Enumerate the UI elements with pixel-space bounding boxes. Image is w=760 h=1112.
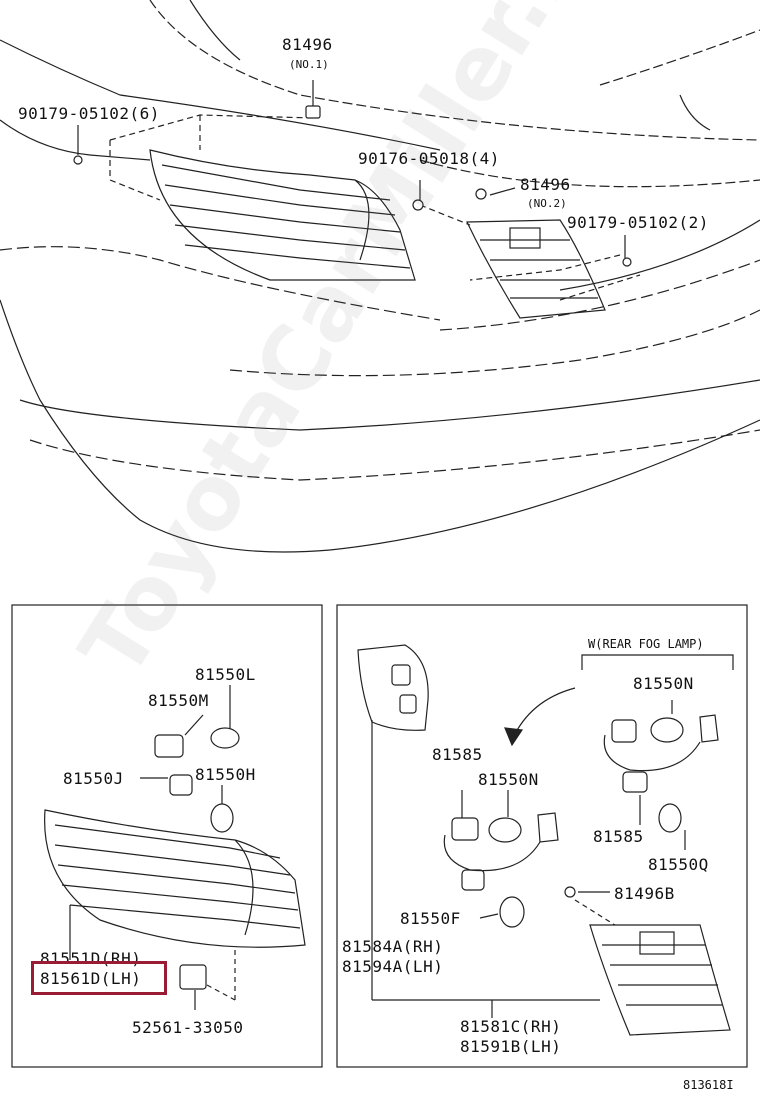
left-box-dashes [206, 950, 236, 1001]
part-label-81496-no2[interactable]: 81496 [520, 175, 571, 194]
fog-lamp-header: W(REAR FOG LAMP) [588, 637, 704, 651]
part-label-81584a-rh[interactable]: 81584A(RH) [342, 937, 444, 956]
part-label-81550m[interactable]: 81550M [148, 691, 209, 710]
part-label-81550l[interactable]: 81550L [195, 665, 256, 684]
part-label-81585[interactable]: 81585 [432, 745, 483, 764]
part-label-81550n-fog[interactable]: 81550N [633, 674, 694, 693]
highlight-box [31, 961, 167, 995]
diagram-id: 813618I [683, 1078, 734, 1092]
tail-lamp-top [149, 149, 416, 281]
part-label-81496-no1[interactable]: 81496 [282, 35, 333, 54]
part-note-no2: (NO.2) [527, 197, 567, 210]
part-label-81585-fog[interactable]: 81585 [593, 827, 644, 846]
top-leader-lines [109, 114, 641, 301]
part-label-81550h[interactable]: 81550H [195, 765, 256, 784]
part-label-90179-05102-2[interactable]: 90179-05102(2) [567, 213, 709, 232]
left-box-frame [11, 604, 323, 1068]
right-box-dashes [574, 899, 616, 926]
inner-lamp-top [466, 219, 606, 319]
part-label-52561-33050[interactable]: 52561-33050 [132, 1018, 244, 1037]
part-label-81550n[interactable]: 81550N [478, 770, 539, 789]
left-box-parts [44, 685, 306, 1010]
part-label-81561d-lh[interactable]: 81561D(LH) [40, 969, 142, 988]
part-label-90179-05102-6[interactable]: 90179-05102(6) [18, 104, 160, 123]
vehicle-body-outline [0, 0, 760, 553]
part-label-81496b[interactable]: 81496B [614, 884, 675, 903]
fasteners-top [73, 105, 632, 267]
right-box-parts [357, 644, 734, 1036]
part-label-90176-05018-4[interactable]: 90176-05018(4) [358, 149, 500, 168]
part-label-81594a-lh[interactable]: 81594A(LH) [342, 957, 444, 976]
top-leaders-solid [77, 80, 626, 258]
part-note-no1: (NO.1) [289, 58, 329, 71]
part-label-81550f[interactable]: 81550F [400, 909, 461, 928]
part-label-81550q[interactable]: 81550Q [648, 855, 709, 874]
part-label-81581c-rh[interactable]: 81581C(RH) [460, 1017, 562, 1036]
part-label-81591b-lh[interactable]: 81591B(LH) [460, 1037, 562, 1056]
part-label-81550j[interactable]: 81550J [63, 769, 124, 788]
right-box-frame [336, 604, 748, 1068]
